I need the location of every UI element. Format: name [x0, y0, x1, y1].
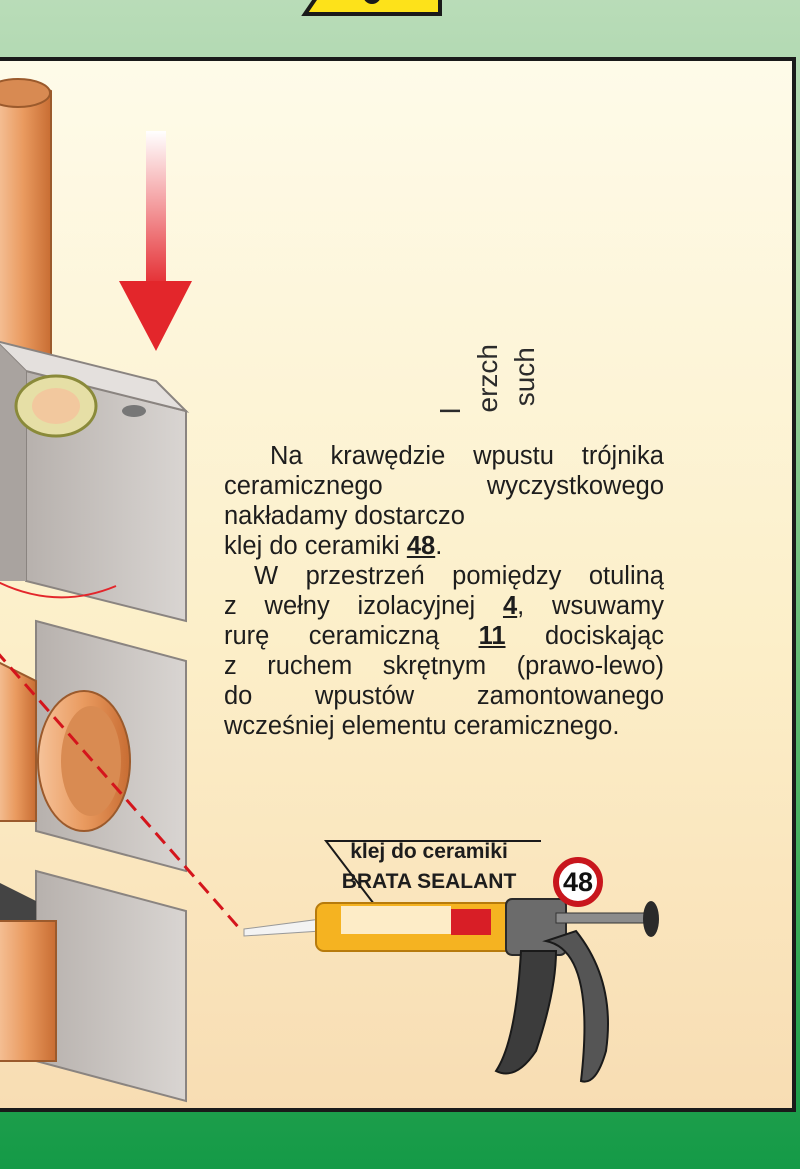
warning-note-line: Przed montażem el: [432, 297, 469, 413]
instruction-text-span: .: [435, 532, 443, 560]
down-arrow-icon: [119, 131, 192, 351]
instruction-line: do wpustów zamontowanego: [224, 682, 664, 710]
ref-11: 11: [478, 622, 506, 650]
ref-4: 4: [502, 592, 518, 620]
instruction-line: ceramicznego wyczystkowego: [224, 472, 664, 500]
instruction-line: z wełny izolacyjnej 4, wsuwamy: [224, 591, 664, 621]
warning-note-line: ceramicznych powierzch: [469, 297, 506, 413]
caulking-gun-illustration: [243, 898, 659, 1083]
instruction-line: wcześniej elementu ceramicznego.: [224, 712, 620, 740]
warning-triangle-icon: [301, 0, 442, 16]
instruction-text-span: , wsuwamy: [517, 592, 664, 620]
instruction-text: Na krawędzie wpustu trójnika ceramiczneg…: [224, 441, 664, 741]
chimney-block-top: [0, 340, 190, 623]
instruction-text-span: dociskając: [544, 622, 665, 650]
chimney-block-bottom: [0, 869, 187, 1103]
instruction-line: rurę ceramiczną 11 dociskając: [224, 621, 664, 651]
warning-note-line: muszą być czyste i such: [506, 297, 543, 413]
chimney-assembly-illustration: [0, 78, 659, 1103]
instruction-text-span: klej do ceramiki: [224, 532, 400, 560]
instruction-text-span: z wełny izolacyjnej: [224, 592, 476, 620]
instruction-line: Na krawędzie wpustu trójnika: [270, 442, 664, 470]
ref-48: 48: [406, 532, 436, 560]
instruction-line: z ruchem skrętnym (prawo-lewo): [224, 652, 664, 680]
callout-line-1: klej do ceramiki: [350, 840, 508, 863]
instruction-line: klej do ceramiki 48.: [224, 531, 664, 561]
instruction-line: W przestrzeń pomiędzy otuliną: [254, 562, 664, 590]
part-number-badge: 48: [553, 857, 603, 907]
instruction-panel: Przed montażem el ceramicznych powierzch…: [0, 57, 796, 1112]
warning-note: Przed montażem el ceramicznych powierzch…: [432, 61, 548, 413]
callout-line: [323, 840, 541, 905]
instruction-line: nakładamy dostarczo: [224, 502, 465, 530]
product-callout-label: klej do ceramiki BRATA SEALANT: [314, 837, 544, 897]
ceramic-pipe-upper: [0, 78, 52, 385]
callout-line-2: BRATA SEALANT: [341, 870, 517, 893]
instruction-text-span: rurę ceramiczną: [224, 622, 440, 650]
leader-dashed-line: [0, 653, 242, 930]
